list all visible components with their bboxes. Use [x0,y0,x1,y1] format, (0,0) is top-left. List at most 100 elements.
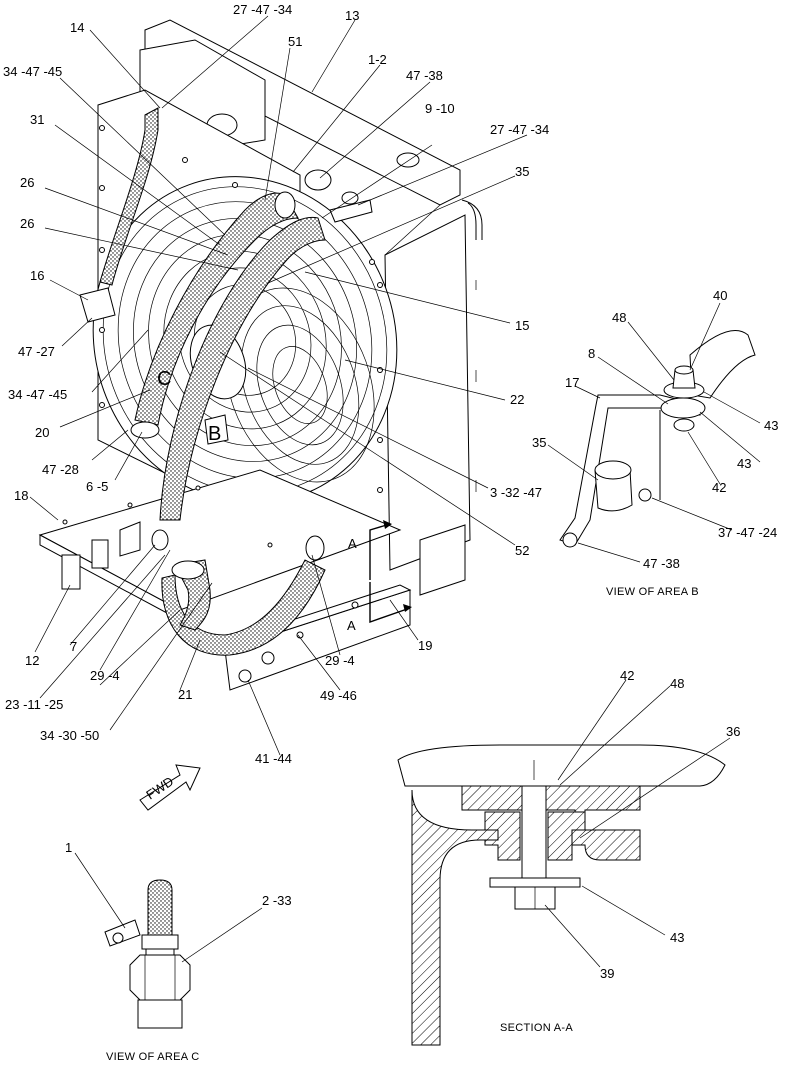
channel-bolt-b [238,669,252,683]
view-area-c: 1 2 -33 VIEW OF AREA C [65,840,292,1063]
vent-tube [461,199,483,240]
callout-15: 15 [515,318,529,333]
callout-29-4-a: 29 -4 [90,668,120,683]
callout-23-11-25: 23 -11 -25 [5,697,63,712]
area-c-hex-fitting [129,954,191,1001]
callout-43-b: 43 [737,456,751,471]
callout-14: 14 [70,20,84,35]
callout-18: 18 [14,488,28,503]
callout-35-b: 35 [532,435,546,450]
fwd-arrow: FWD [139,764,201,811]
section-arrow-lower [369,582,411,623]
callout-13: 13 [345,8,359,23]
section-arrow-upper [369,523,391,580]
callout-47-38-b: 47 -38 [643,556,680,571]
bracket-left [61,554,81,590]
marker-view-c: C [157,368,171,390]
callout-3-32-47: 3 -32 -47 [490,485,542,500]
section-bushing-left [484,811,521,861]
callout-36: 36 [726,724,740,739]
clamp-e [304,169,332,191]
callout-39: 39 [600,966,614,981]
overflow-tube [99,107,159,286]
callout-26-a: 26 [20,175,34,190]
lower-hose [161,559,326,656]
callout-9-10: 9 -10 [425,101,455,116]
radiator-side-panel [384,214,471,571]
clamp-c [305,535,325,561]
callout-12: 12 [25,653,39,668]
section-a-a: 42 48 36 43 39 SECTION A-A [397,668,740,1046]
callouts-main: 14 27 -47 -34 13 34 -47 -45 51 1-2 47 -3… [3,2,549,766]
clamp-f [341,191,359,205]
bracket-tab [119,521,141,557]
callout-22: 22 [510,392,524,407]
clamp-a [130,421,160,439]
callout-52: 52 [515,543,529,558]
marker-view-b: B [208,423,221,445]
callout-1-2: 1-2 [368,52,387,67]
area-b-nut-42 [673,418,695,432]
area-b-bolt-47-38 [562,532,578,548]
view-area-b: 40 48 8 17 43 35 43 42 37 -47 -24 47 -38… [532,288,778,598]
callout-6-5: 6 -5 [86,479,108,494]
callout-19: 19 [418,638,432,653]
section-washer-43 [489,877,581,888]
section-bracket-right [571,829,641,861]
callout-42-b: 42 [620,668,634,683]
callout-37-47-24: 37 -47 -24 [718,525,777,540]
callout-34-47-45-a: 34 -47 -45 [3,64,62,79]
caption-section-a-a: SECTION A-A [500,1022,573,1034]
area-b-mount-8 [660,397,706,419]
callout-17: 17 [565,375,579,390]
callout-27-47-34-b: 27 -47 -34 [490,122,549,137]
marker-section-a-2: A [347,618,356,633]
callout-27-47-34-a: 27 -47 -34 [233,2,292,17]
caption-view-area-c: VIEW OF AREA C [106,1051,199,1063]
callout-43-a: 43 [764,418,778,433]
callout-35-a: 35 [515,164,529,179]
area-c-hose [147,879,173,936]
callout-34-47-45-b: 34 -47 -45 [8,387,67,402]
callout-41-44: 41 -44 [255,751,292,766]
area-c-collar [141,934,179,950]
callout-34-30-50: 34 -30 -50 [40,728,99,743]
callout-7: 7 [70,639,77,654]
callout-47-27: 47 -27 [18,344,55,359]
caption-view-area-b: VIEW OF AREA B [606,586,699,598]
callout-40: 40 [713,288,727,303]
section-frame-side [411,789,499,1046]
lower-box [419,524,466,596]
callout-29-4-b: 29 -4 [325,653,355,668]
area-c-stem [137,999,183,1029]
callout-2-33: 2 -33 [262,893,292,908]
callout-43-c: 43 [670,930,684,945]
area-b-frame-rail [689,330,756,399]
upper-hose-second [159,216,326,521]
callout-48-a: 48 [612,310,626,325]
bracket-block [91,539,109,569]
cap-boss [396,152,420,168]
callout-49-46: 49 -46 [320,688,357,703]
clamp-b [171,560,205,580]
marker-section-a-1: A [348,536,357,551]
callout-1: 1 [65,840,72,855]
callout-8: 8 [588,346,595,361]
callout-16: 16 [30,268,44,283]
bracket-35 [329,199,373,223]
callout-47-38-a: 47 -38 [406,68,443,83]
leader-lines [29,15,528,756]
clamp-g [151,529,169,551]
callout-31: 31 [30,112,44,127]
callout-26-b: 26 [20,216,34,231]
drain-valve [79,287,116,323]
callout-48-b: 48 [670,676,684,691]
core-bolts [99,125,383,493]
callout-42-a: 42 [712,480,726,495]
fitting-b [204,414,229,445]
section-frame-top [397,744,726,787]
callout-20: 20 [35,425,49,440]
callout-47-28: 47 -28 [42,462,79,477]
channel-bolt-a [261,651,275,665]
